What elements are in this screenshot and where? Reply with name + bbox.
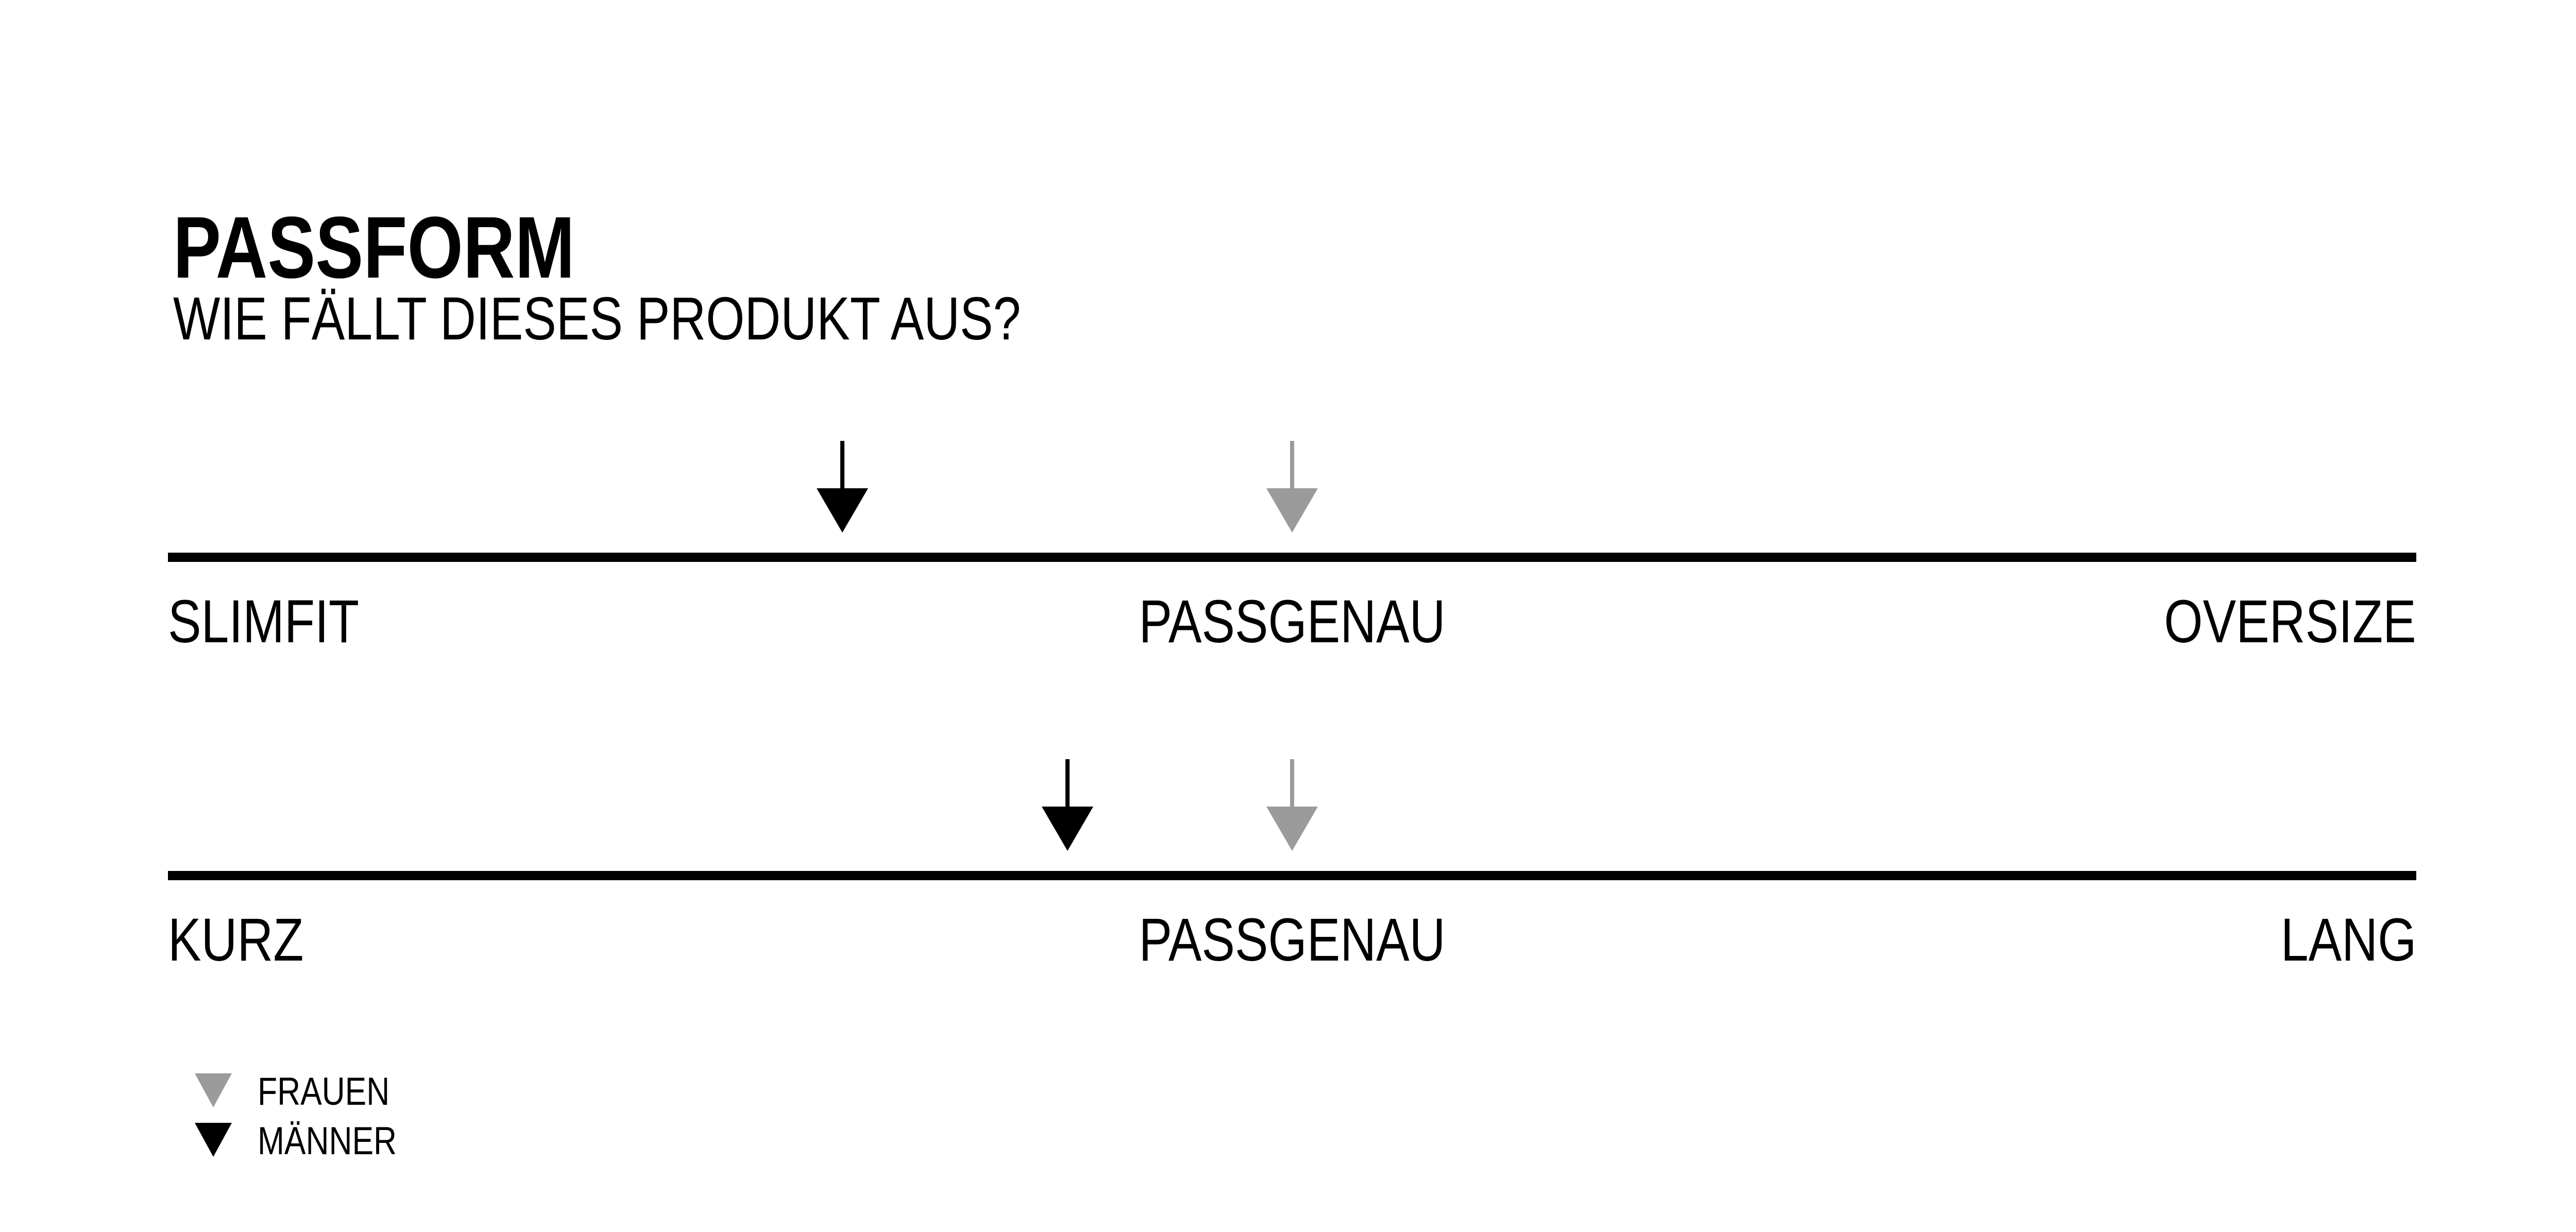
fit-length-scale-line: KURZ PASSGENAU LANG [168,759,2416,970]
men-marker-arrow-icon [1041,759,1093,851]
fit-width-scale-line: SLIMFIT PASSGENAU OVERSIZE [168,441,2416,652]
scale-label-lang: LANG [2280,906,2416,974]
women-marker-arrow-icon [1266,759,1318,851]
scale-label-kurz: KURZ [168,906,304,974]
women-down-triangle-icon [195,1073,232,1107]
scale-label-passgenau-length: PASSGENAU [1139,906,1446,974]
legend-label-frauen: FRAUEN [258,1070,390,1114]
scale-label-passgenau-width: PASSGENAU [1139,588,1446,656]
men-marker-arrow-icon [817,441,869,533]
scale-label-oversize: OVERSIZE [2164,588,2416,656]
page-subtitle: WIE FÄLLT DIESES PRODUKT AUS? [173,285,1021,353]
legend-label-maenner: MÄNNER [258,1119,397,1163]
women-marker-arrow-icon [1266,441,1318,533]
legend: FRAUEN MÄNNER [195,1072,658,1165]
page-title: PASSFORM [173,199,575,297]
men-down-triangle-icon [195,1123,232,1157]
scale-label-slimfit: SLIMFIT [168,588,359,656]
